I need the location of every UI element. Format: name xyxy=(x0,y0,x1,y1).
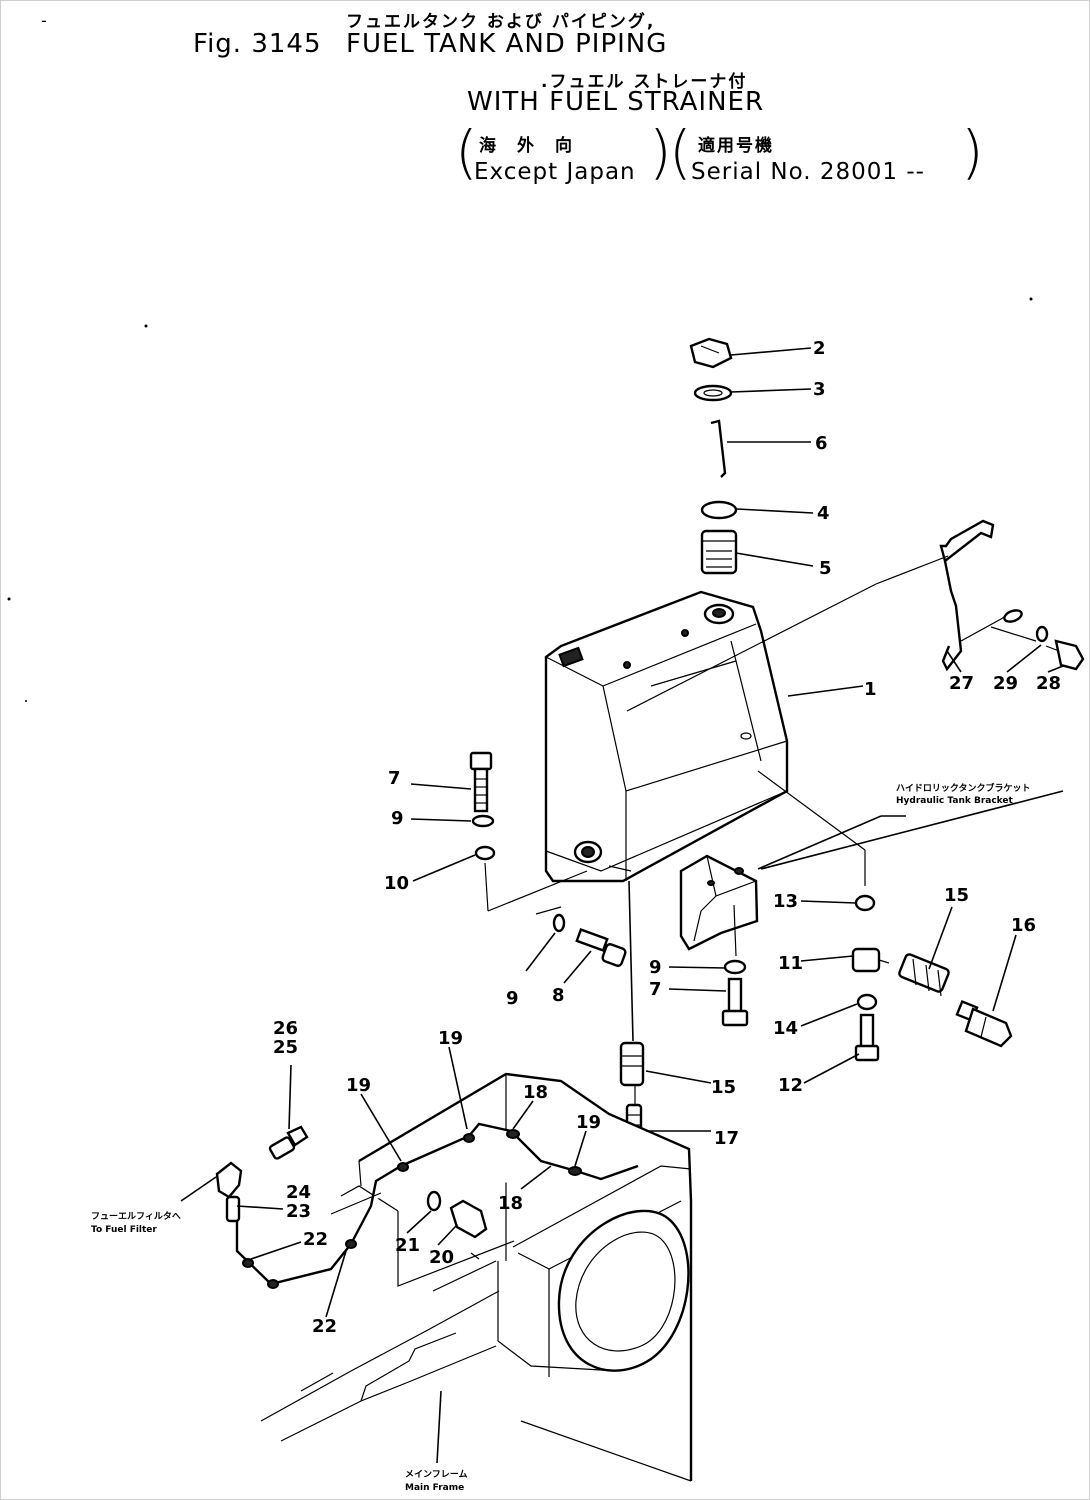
note-hydraulic-bracket: Hydraulic Tank Bracket xyxy=(896,796,1014,806)
title-japanese: フュエルタンク および パイピング, xyxy=(346,12,656,32)
callout-9-center: 9 xyxy=(649,957,662,978)
note-hydraulic-bracket-jp: ハイドロリックタンクブラケット xyxy=(896,782,1030,794)
callout-8: 8 xyxy=(552,985,565,1006)
callout-4: 4 xyxy=(817,503,830,524)
applicability-right: Serial No. 28001 -- xyxy=(691,159,925,185)
callout-1: 1 xyxy=(864,679,877,700)
callout-19-top: 19 xyxy=(438,1028,463,1049)
callout-26: 26 xyxy=(273,1018,298,1039)
callout-24: 24 xyxy=(286,1182,311,1203)
elbow-24 xyxy=(215,1161,243,1223)
fuel-tank xyxy=(544,590,789,883)
washer-left xyxy=(471,814,495,828)
callout-2: 2 xyxy=(813,338,826,359)
subtitle-japanese: .フュエル ストレーナ付 xyxy=(541,72,748,92)
callout-15-lower: 15 xyxy=(711,1077,736,1098)
nut-left xyxy=(474,845,496,861)
callout-14: 14 xyxy=(773,1018,798,1039)
tank-mounting-bracket xyxy=(939,519,1023,672)
note-main-frame-jp: メインフレーム xyxy=(405,1469,467,1480)
applicability-left: Except Japan xyxy=(474,159,636,185)
callout-22-lower: 22 xyxy=(312,1316,337,1337)
callout-17: 17 xyxy=(714,1128,739,1149)
bracket-close-right: ) xyxy=(961,118,984,186)
callout-20: 20 xyxy=(429,1247,454,1268)
callout-11: 11 xyxy=(778,953,803,974)
figure-number: Fig. 3145 xyxy=(193,29,322,59)
callout-28: 28 xyxy=(1036,673,1061,694)
bracket-close-left: ) xyxy=(649,118,672,186)
callout-9-drain: 9 xyxy=(506,988,519,1009)
callout-3: 3 xyxy=(813,379,826,400)
figure-header: - フュエルタンク および パイピング, Fig. 3145 FUEL TANK… xyxy=(1,1,1089,241)
callout-13: 13 xyxy=(773,891,798,912)
fuel-cap xyxy=(689,337,733,369)
note-main-frame: Main Frame xyxy=(405,1483,464,1493)
drain-plug-washer xyxy=(552,913,566,933)
callout-5: 5 xyxy=(819,558,832,579)
callout-9-left: 9 xyxy=(391,808,404,829)
subtitle: WITH FUEL STRAINER xyxy=(467,87,765,117)
callout-16: 16 xyxy=(1011,915,1036,936)
note-to-fuel-filter-jp: フューエルフィルタへ xyxy=(91,1210,181,1222)
bracket-open-right: ( xyxy=(669,118,692,186)
pipe-clamps xyxy=(242,1129,582,1289)
strainer-fitting-16 xyxy=(955,999,1013,1048)
bolt-right-center xyxy=(721,977,749,1027)
callout-22-upper: 22 xyxy=(303,1229,328,1250)
callout-21: 21 xyxy=(395,1235,420,1256)
bracket-washer xyxy=(1035,625,1049,643)
callout-19-right: 19 xyxy=(576,1112,601,1133)
callout-10: 10 xyxy=(384,873,409,894)
nut-14 xyxy=(856,993,878,1011)
callout-7-center: 7 xyxy=(649,979,662,1000)
fuel-strainer-body xyxy=(898,953,950,997)
callout-15-upper: 15 xyxy=(944,885,969,906)
leader-lines xyxy=(180,347,1064,1464)
fitting-25-26 xyxy=(268,1125,309,1160)
nut-13 xyxy=(854,894,876,912)
washer-right-center xyxy=(723,959,747,975)
snap-ring xyxy=(700,500,738,520)
header-dash: - xyxy=(41,11,47,30)
callout-18-lower: 18 xyxy=(498,1193,523,1214)
scan-specks xyxy=(7,297,1033,702)
callout-6: 6 xyxy=(815,433,828,454)
strainer xyxy=(700,529,738,575)
bracket-bolt xyxy=(1045,639,1085,671)
valve-15 xyxy=(619,1041,645,1087)
callout-25: 25 xyxy=(273,1037,298,1058)
note-to-fuel-filter: To Fuel Filter xyxy=(91,1225,157,1235)
cap-gasket xyxy=(693,384,733,402)
callout-19-left: 19 xyxy=(346,1075,371,1096)
fitting-20-21 xyxy=(426,1190,488,1239)
drain-plug xyxy=(575,928,627,967)
callout-23: 23 xyxy=(286,1201,311,1222)
applicability-left-japanese: 海 外 向 xyxy=(479,136,574,156)
callout-18-upper: 18 xyxy=(523,1082,548,1103)
bracket-open-left: ( xyxy=(455,118,478,186)
callout-7-left: 7 xyxy=(388,768,401,789)
bolt-12 xyxy=(854,1013,880,1062)
figure-title: FUEL TANK AND PIPING xyxy=(346,29,668,59)
gauge-rod xyxy=(710,419,727,478)
applicability-right-japanese: 適用号機 xyxy=(698,136,774,156)
callout-29: 29 xyxy=(993,673,1018,694)
connector-11 xyxy=(851,947,890,973)
hydraulic-tank-bracket xyxy=(679,854,759,951)
tank-bolt-left xyxy=(469,751,493,813)
callout-12: 12 xyxy=(778,1075,803,1096)
callout-27: 27 xyxy=(949,673,974,694)
